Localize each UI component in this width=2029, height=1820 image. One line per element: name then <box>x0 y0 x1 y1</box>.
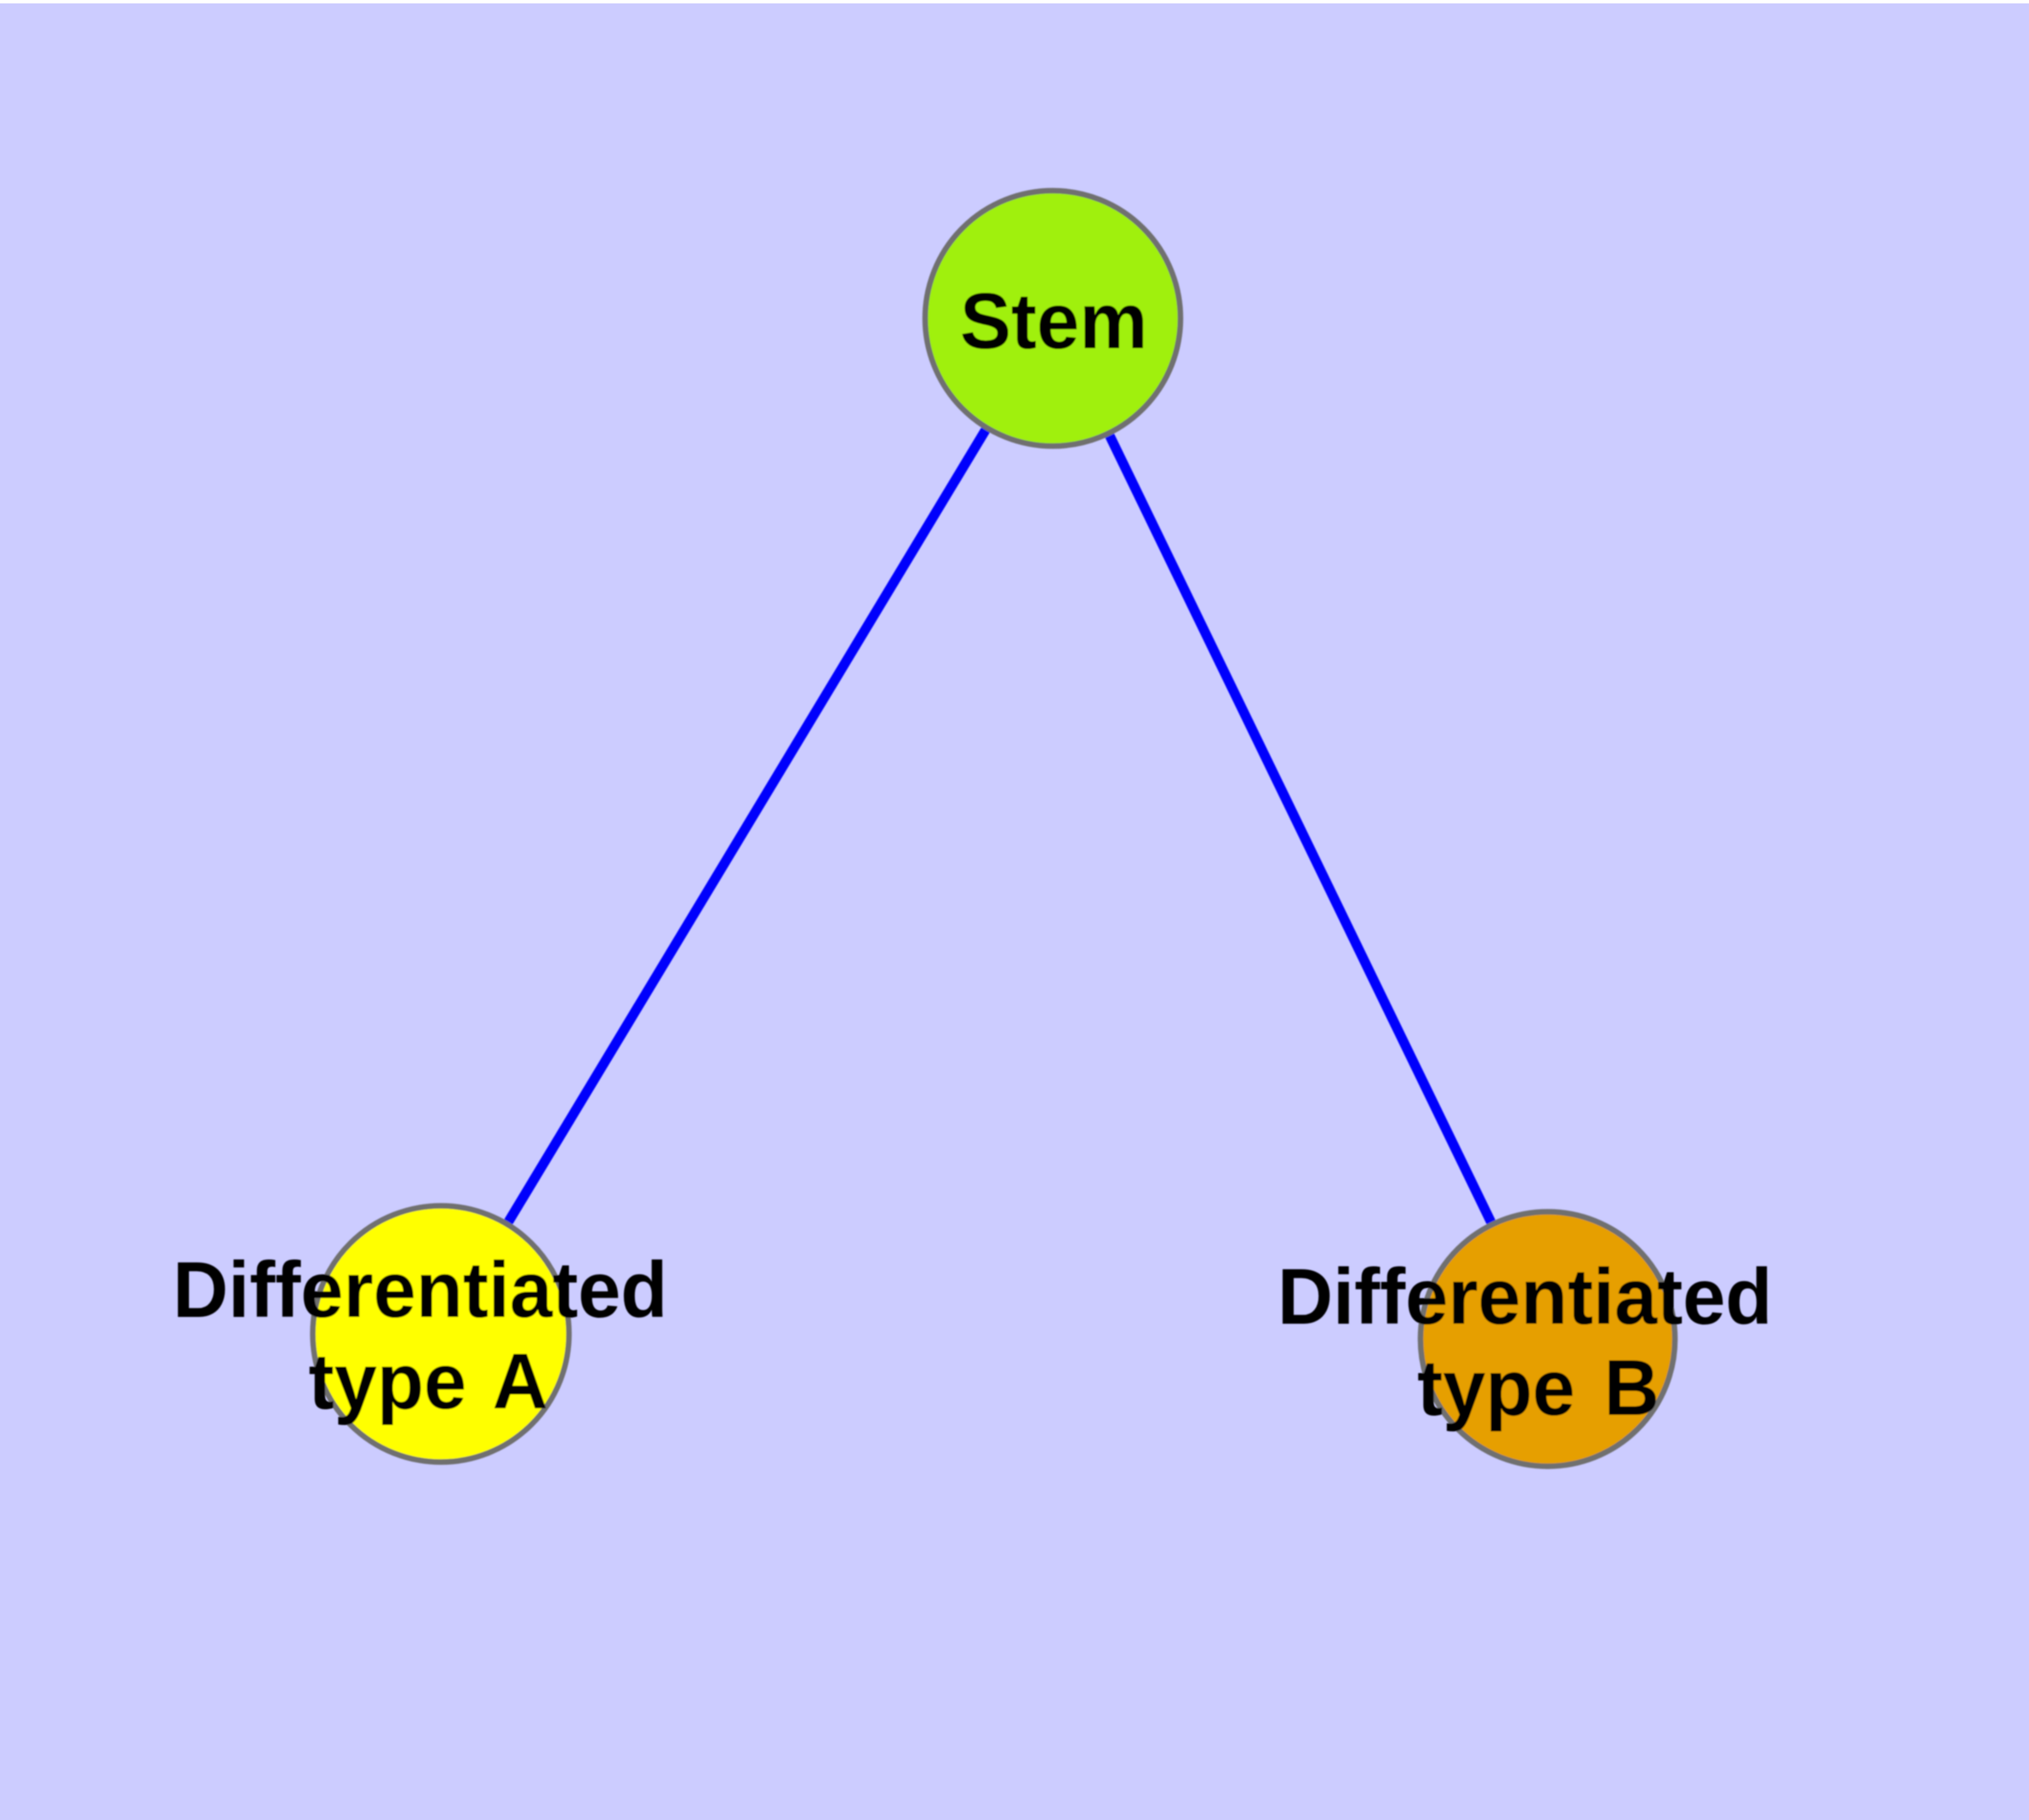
svg-text:Differentiated: Differentiated <box>1277 1253 1772 1342</box>
svg-text:Stem: Stem <box>960 278 1148 366</box>
svg-text:type A: type A <box>309 1337 548 1426</box>
svg-text:type B: type B <box>1417 1344 1659 1433</box>
svg-text:Differentiated: Differentiated <box>173 1246 667 1335</box>
